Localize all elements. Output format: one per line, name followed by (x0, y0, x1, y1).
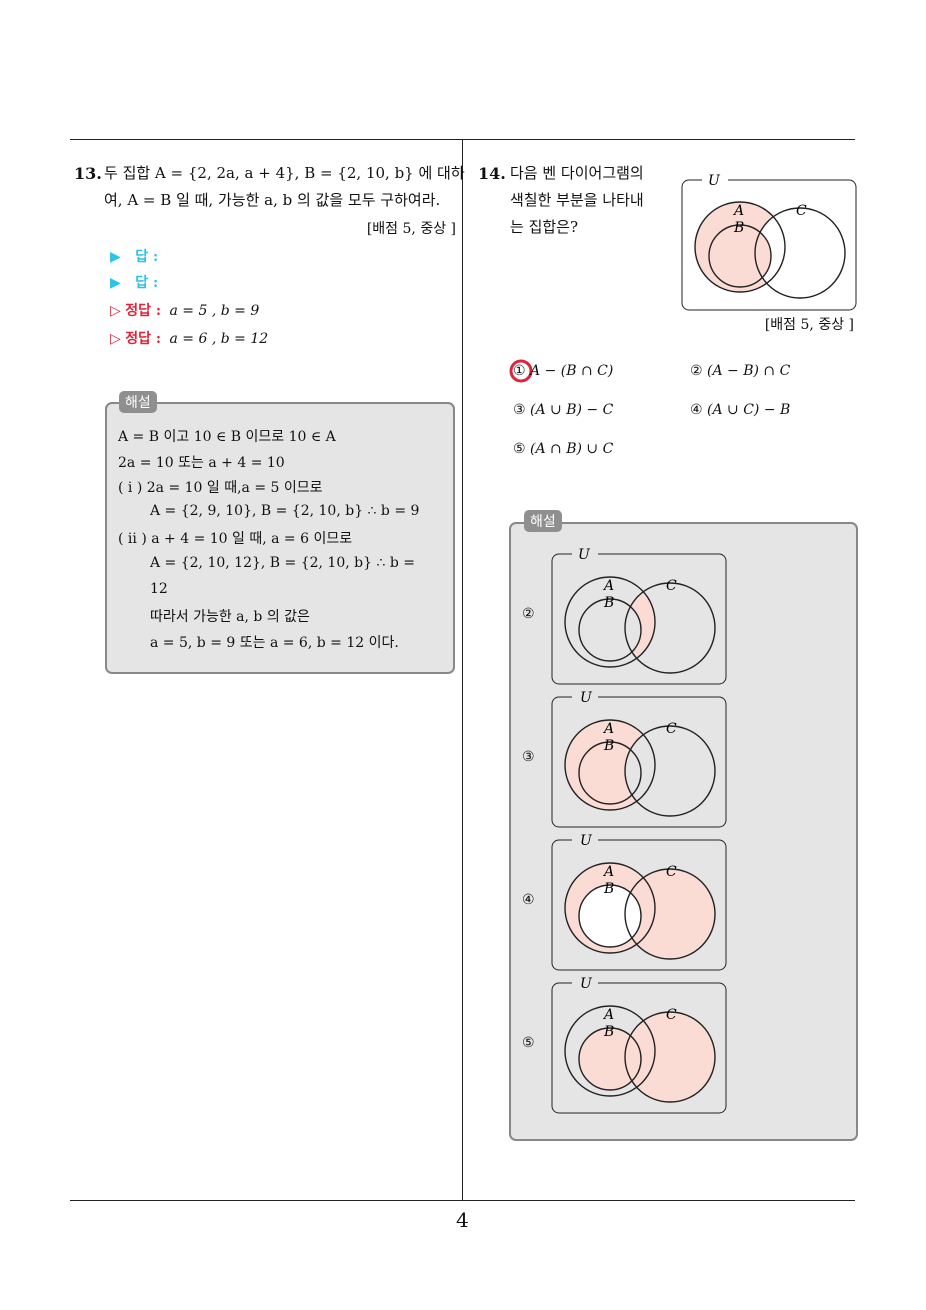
q13-line2: 여, A = B 일 때, 가능한 a, b 의 값을 모두 구하여라. (104, 191, 441, 209)
answer-circle-icon (509, 359, 533, 383)
correct-label: 정답 : (125, 303, 162, 319)
q14-venn-diagram: U A B C (681, 173, 857, 311)
q13-solution-tag: 해설 (119, 391, 157, 413)
q13-sol-line-7: 12 (150, 581, 168, 597)
q13-sol-line-5: ( ii ) a + 4 = 10 일 때, a = 6 이므로 (118, 531, 353, 547)
venn-label-u: U (580, 833, 593, 849)
answer-arrow-icon: ▶ (110, 249, 121, 265)
choice-5[interactable]: ⑤ (A ∩ B) ∪ C (513, 441, 613, 457)
venn-label-u: U (580, 976, 593, 992)
correct-answer-1: a = 5 , b = 9 (169, 303, 260, 319)
choice-4[interactable]: ④ (A ∪ C) − B (690, 402, 790, 418)
venn-label-c: C (666, 721, 677, 737)
venn-label-a: A (602, 1007, 614, 1023)
solution-mark-5: ⑤ (522, 1035, 535, 1051)
choice-4-text: (A ∪ C) − B (707, 402, 791, 418)
choice-3[interactable]: ③ (A ∪ B) − C (513, 402, 613, 418)
venn-label-b: B (603, 595, 614, 611)
venn-label-c: C (666, 1007, 677, 1023)
correct-arrow-icon: ▷ (110, 331, 121, 347)
q13-sol-line-6: A = {2, 10, 12}, B = {2, 10, b} ∴ b = (150, 555, 415, 571)
q14-line2: 색칠한 부분을 나타내 (510, 191, 644, 209)
q13-sol-line-1: A = B 이고 10 ∈ B 이므로 10 ∈ A (118, 429, 336, 445)
q14-line3: 는 집합은? (510, 218, 579, 236)
venn-label-b: B (733, 220, 744, 236)
venn-label-c: C (666, 864, 677, 880)
choice-1-mark: ① (513, 363, 526, 379)
solution-venn-5: U A B C (551, 976, 727, 1114)
choice-1-text: A − (B ∩ C) (530, 363, 614, 379)
q13-correct-row-1: ▷ 정답 : a = 5 , b = 9 (110, 300, 259, 320)
bottom-rule (70, 1200, 855, 1201)
q13-solution-box (105, 402, 455, 674)
venn-label-a: A (602, 864, 614, 880)
venn-label-c: C (666, 578, 677, 594)
q14-line1: 다음 벤 다이어그램의 (510, 164, 644, 182)
answer-label: 답 : (135, 275, 159, 291)
solution-venn-2: U A B C (551, 547, 727, 685)
solution-venn-3: U A B C (551, 690, 727, 828)
venn-label-b: B (603, 1024, 614, 1040)
page-number: 4 (456, 1208, 469, 1232)
q13-correct-row-2: ▷ 정답 : a = 6 , b = 12 (110, 328, 268, 348)
correct-label: 정답 : (125, 331, 162, 347)
q13-points: [배점 5, 중상 ] (366, 221, 456, 237)
q13-answer-row-2: ▶ 답 : (110, 272, 158, 292)
q13-sol-line-8: 따라서 가능한 a, b 의 값은 (150, 609, 310, 625)
venn-label-u: U (580, 690, 593, 706)
venn-label-u: U (708, 173, 721, 189)
solution-mark-2: ② (522, 606, 535, 622)
column-divider (462, 139, 463, 1201)
q13-sol-line-3: ( i ) 2a = 10 일 때,a = 5 이므로 (118, 480, 323, 496)
venn-label-u: U (578, 547, 591, 563)
venn-label-b: B (603, 881, 614, 897)
q14-number: 14. (478, 164, 506, 183)
q13-sol-line-4: A = {2, 9, 10}, B = {2, 10, b} ∴ b = 9 (150, 503, 420, 519)
correct-arrow-icon: ▷ (110, 303, 121, 319)
venn-label-a: A (602, 721, 614, 737)
q13-answer-row-1: ▶ 답 : (110, 246, 158, 266)
choice-4-mark: ④ (690, 402, 703, 418)
q13-number: 13. (74, 164, 102, 183)
q13-line1: 두 집합 A = {2, 2a, a + 4}, B = {2, 10, b} … (104, 164, 465, 182)
q13-sol-line-9: a = 5, b = 9 또는 a = 6, b = 12 이다. (150, 635, 399, 651)
choice-5-mark: ⑤ (513, 441, 526, 457)
venn-label-b: B (603, 738, 614, 754)
choice-3-text: (A ∪ B) − C (530, 402, 614, 418)
solution-mark-3: ③ (522, 749, 535, 765)
q14-points: [배점 5, 중상 ] (764, 317, 854, 333)
venn-label-c: C (796, 203, 807, 219)
choice-2[interactable]: ② (A − B) ∩ C (690, 363, 790, 379)
solution-venn-4: U A B C (551, 833, 727, 971)
answer-arrow-icon: ▶ (110, 275, 121, 291)
choice-2-mark: ② (690, 363, 703, 379)
choice-3-mark: ③ (513, 402, 526, 418)
correct-answer-2: a = 6 , b = 12 (169, 331, 269, 347)
solution-mark-4: ④ (522, 892, 535, 908)
choice-1[interactable]: ① A − (B ∩ C) (513, 363, 613, 379)
q14-solution-tag: 해설 (524, 510, 562, 532)
venn-label-a: A (732, 203, 744, 219)
choice-2-text: (A − B) ∩ C (707, 363, 791, 379)
venn-label-a: A (602, 578, 614, 594)
q13-sol-line-2: 2a = 10 또는 a + 4 = 10 (118, 455, 285, 471)
choice-5-text: (A ∩ B) ∪ C (530, 441, 614, 457)
answer-label: 답 : (135, 249, 159, 265)
